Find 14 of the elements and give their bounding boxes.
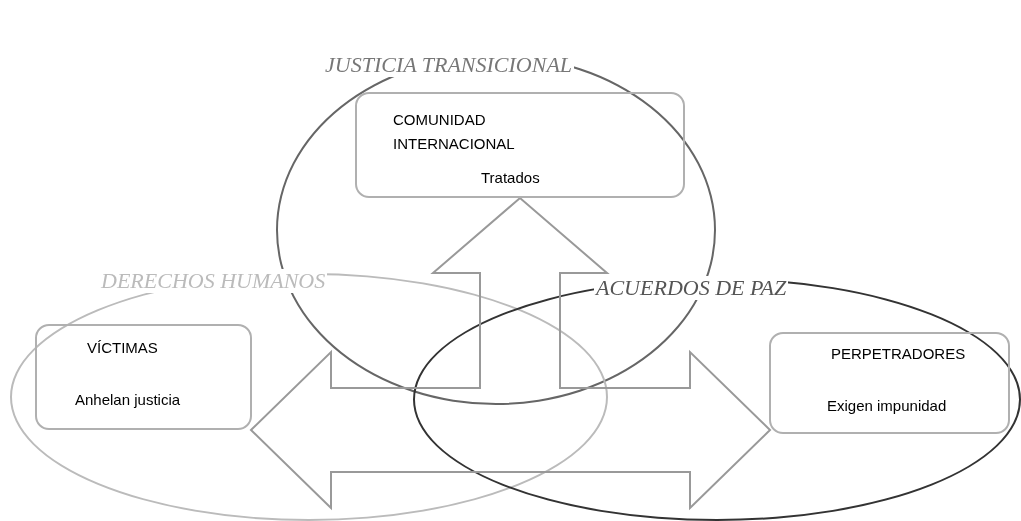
rounded-box	[35, 324, 252, 430]
rounded-box	[769, 332, 1010, 434]
box-heading: VÍCTIMAS	[87, 338, 158, 358]
ellipse-title: ACUERDOS DE PAZ	[594, 276, 789, 300]
box-text: Exigen impunidad	[827, 396, 947, 416]
box-text: Tratados	[481, 168, 540, 188]
box-heading: PERPETRADORES	[831, 344, 966, 364]
ellipse	[413, 278, 1021, 521]
box-heading: COMUNIDAD INTERNACIONAL	[393, 110, 516, 154]
block-arrow	[249, 196, 772, 511]
ellipse-title: DERECHOS HUMANOS	[99, 269, 328, 293]
ellipse-title: JUSTICIA TRANSICIONAL	[323, 53, 575, 77]
box-text: Anhelan justicia	[75, 390, 181, 410]
rounded-box	[355, 92, 685, 198]
